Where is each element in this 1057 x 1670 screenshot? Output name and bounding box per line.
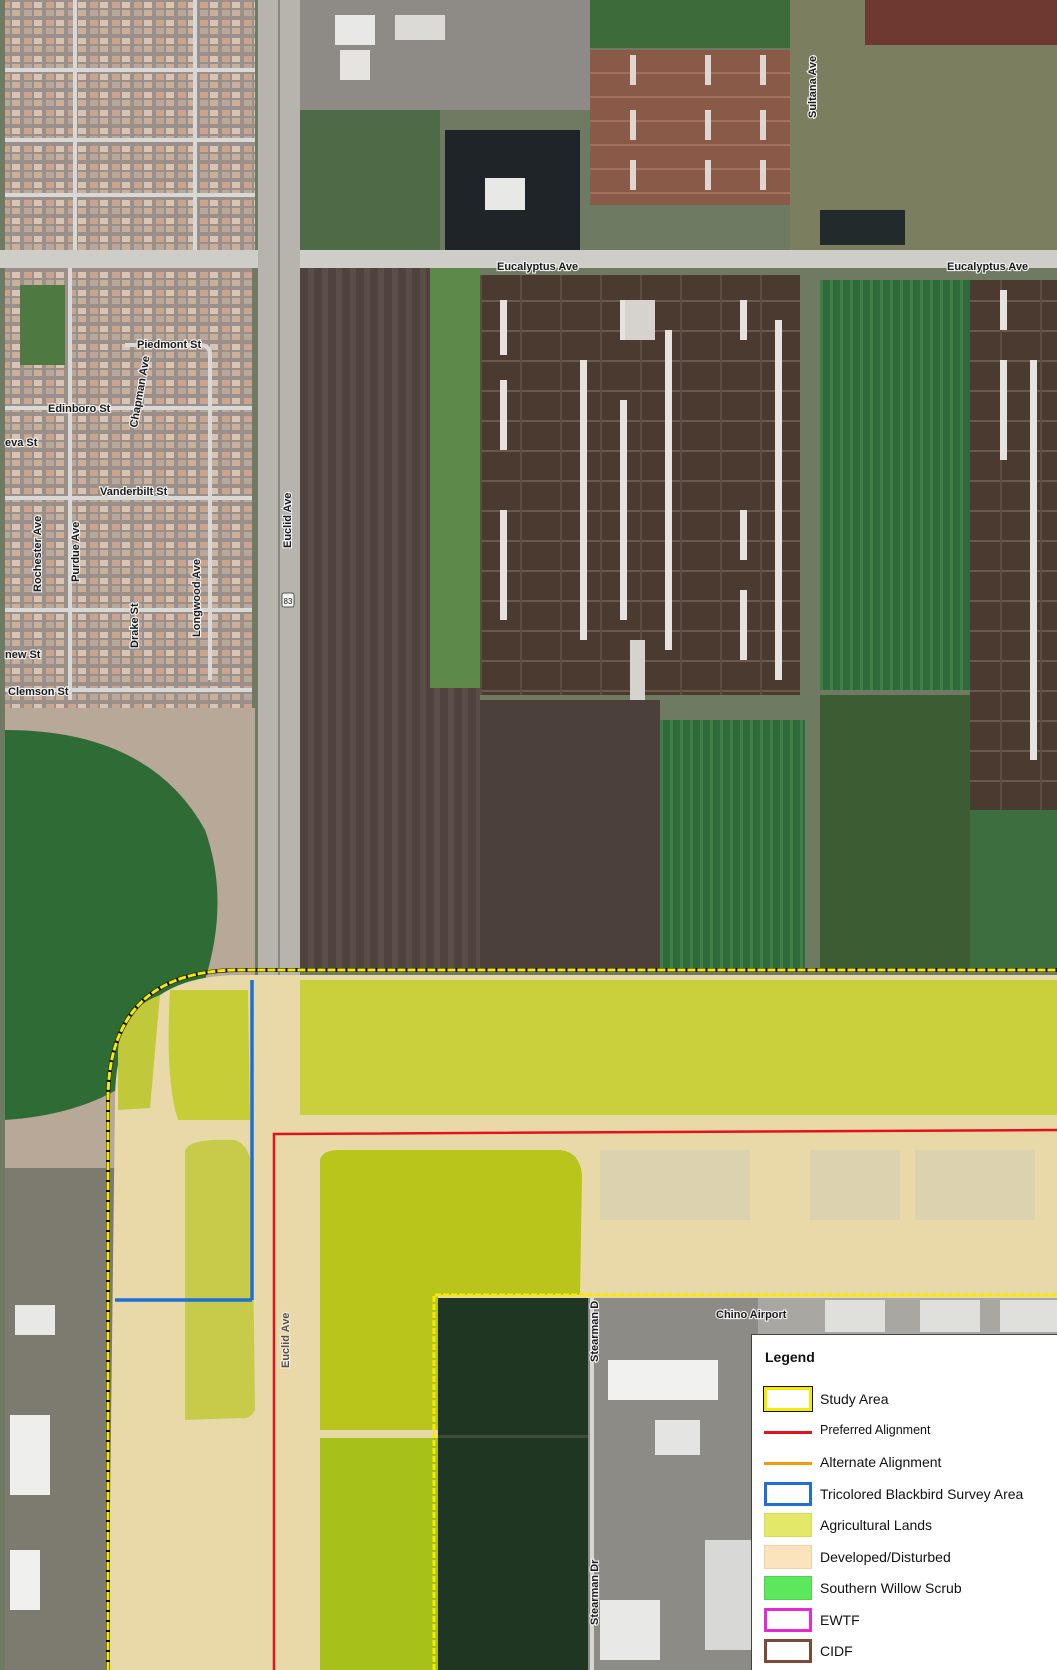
- developed-disturbed-swatch-icon: [764, 1544, 812, 1569]
- cidf-swatch-icon: [764, 1639, 812, 1663]
- label-geneva-st: eva St: [5, 437, 38, 449]
- legend-item: Southern Willow Scrub: [764, 1574, 1054, 1600]
- legend-item-label: Study Area: [820, 1391, 889, 1407]
- label-chino-airport: Chino Airport: [716, 1309, 787, 1321]
- label-longwood-ave: Longwood Ave: [191, 559, 203, 637]
- ag-field-central: [320, 1150, 582, 1430]
- legend-item: Developed/Disturbed: [764, 1543, 1054, 1569]
- legend-item: Preferred Alignment: [764, 1417, 1054, 1443]
- label-rochester-ave: Rochester Ave: [32, 516, 44, 592]
- legend-title: Legend: [765, 1349, 815, 1365]
- label-piedmont-st: Piedmont St: [137, 339, 202, 351]
- legend-item: EWTF: [764, 1606, 1054, 1632]
- crop-field-east: [820, 280, 970, 690]
- park: [20, 285, 65, 365]
- legend-item-label: Preferred Alignment: [820, 1422, 931, 1437]
- ag-field-north: [300, 980, 1057, 1115]
- label-purdue-ave: Purdue Ave: [70, 522, 82, 582]
- ewtf-swatch-icon: [764, 1607, 812, 1632]
- label-newport-st: new St: [5, 649, 41, 661]
- legend-item: Tricolored Blackbird Survey Area: [764, 1480, 1054, 1506]
- study-area-outline: [106, 968, 1057, 1670]
- legend-item-label: Southern Willow Scrub: [820, 1580, 962, 1596]
- legend-item-label: CIDF: [820, 1643, 853, 1659]
- label-edinboro-st: Edinboro St: [48, 403, 111, 415]
- label-stearman-dr-north: Stearman D: [589, 1301, 601, 1362]
- preferred-alignment-line-icon: [764, 1430, 812, 1434]
- label-eucalyptus-ave-2: Eucalyptus Ave: [947, 261, 1028, 273]
- ag-field-corner: [118, 995, 160, 1110]
- legend-item-label: Developed/Disturbed: [820, 1548, 951, 1565]
- cidf-field: [438, 1298, 588, 1670]
- ag-strip-west: [185, 1139, 255, 1420]
- preferred-alignment-line: [272, 1128, 1057, 1670]
- label-sultana-ave: Sultana Ave: [807, 56, 819, 118]
- route-shield-icon: [281, 592, 295, 608]
- southern-willow-scrub-swatch-icon: [764, 1576, 812, 1600]
- residential-block-north: [5, 0, 255, 250]
- label-clemson-st: Clemson St: [8, 686, 69, 698]
- alternate-alignment-line-icon: [764, 1462, 812, 1465]
- legend-item: Agricultural Lands: [764, 1511, 1054, 1537]
- label-stearman-dr-south: Stearman Dr: [589, 1559, 601, 1625]
- cidf-study-boundary: [432, 1293, 1057, 1670]
- agricultural-lands-swatch-icon: [764, 1513, 812, 1537]
- ag-field-south: [320, 1438, 438, 1670]
- legend-item: Study Area: [763, 1385, 1054, 1412]
- ag-field-small: [168, 990, 250, 1120]
- legend-item-label: Agricultural Lands: [820, 1517, 933, 1533]
- study-area-swatch-icon: [763, 1386, 813, 1412]
- tricolored-blackbird-swatch-icon: [764, 1481, 812, 1506]
- legend-item-label: EWTF: [820, 1611, 860, 1628]
- legend-item: Alternate Alignment: [764, 1448, 1054, 1474]
- label-drake-st: Drake St: [129, 603, 141, 648]
- label-euclid-ave-north: Euclid Ave: [282, 493, 294, 548]
- label-eucalyptus-ave-1: Eucalyptus Ave: [497, 261, 578, 273]
- label-euclid-ave-south: Euclid Ave: [280, 1313, 292, 1368]
- legend-item-label: Alternate Alignment: [820, 1454, 942, 1470]
- legend-item-label: Tricolored Blackbird Survey Area: [820, 1485, 1024, 1502]
- route-shield-label: 83: [284, 597, 293, 606]
- legend-item: CIDF: [764, 1637, 1054, 1663]
- tricolored-blackbird-survey-line: [115, 980, 254, 1302]
- label-vanderbilt-st: Vanderbilt St: [100, 486, 168, 498]
- corral-north: [590, 50, 790, 205]
